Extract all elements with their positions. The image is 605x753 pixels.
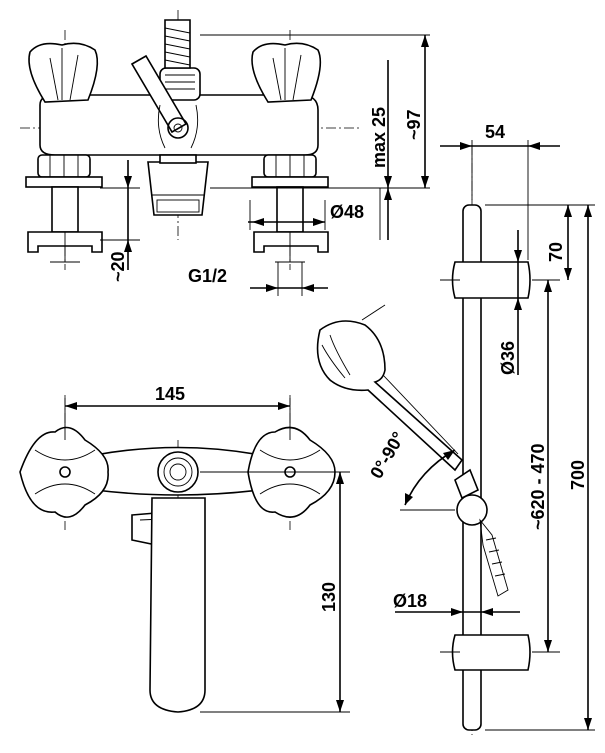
top-spout (149, 497, 206, 713)
shower-hose (479, 518, 509, 597)
dim-rotation-angle: 0°-90° (366, 428, 409, 482)
right-eccentric (253, 231, 329, 253)
dim-bar-length: 700 (568, 460, 588, 490)
dim-connection-offset: ~20 (108, 251, 128, 282)
dim-slide-range: ~620 - 470 (528, 443, 548, 530)
top-left-handle (19, 426, 109, 518)
shower-bar (316, 140, 595, 735)
bar-tube (462, 204, 482, 731)
bottom-wall-holder (451, 634, 531, 671)
dim-rosette-diameter: Ø48 (330, 202, 364, 222)
left-handle (28, 42, 99, 103)
dim-centres: 145 (155, 384, 185, 404)
hand-shower (316, 304, 464, 472)
dim-holder-diameter: Ø36 (498, 341, 518, 375)
right-handle (251, 42, 322, 103)
dim-projection: 54 (485, 122, 505, 142)
right-rosette (251, 176, 329, 188)
dim-bar-diameter: Ø18 (393, 591, 427, 611)
mixer-front-elevation (20, 10, 430, 296)
dim-spout-length: 130 (319, 582, 339, 612)
diverter-lever (130, 54, 188, 134)
dim-max-height: max 25 (369, 107, 389, 168)
dim-height: ~97 (404, 109, 424, 140)
slider (456, 494, 488, 526)
left-rosette (25, 176, 103, 188)
dim-connection-thread: G1/2 (188, 266, 227, 286)
top-wall-holder (451, 261, 531, 299)
mixer-top-view (19, 395, 350, 713)
dim-holder-distance: 70 (546, 242, 566, 262)
